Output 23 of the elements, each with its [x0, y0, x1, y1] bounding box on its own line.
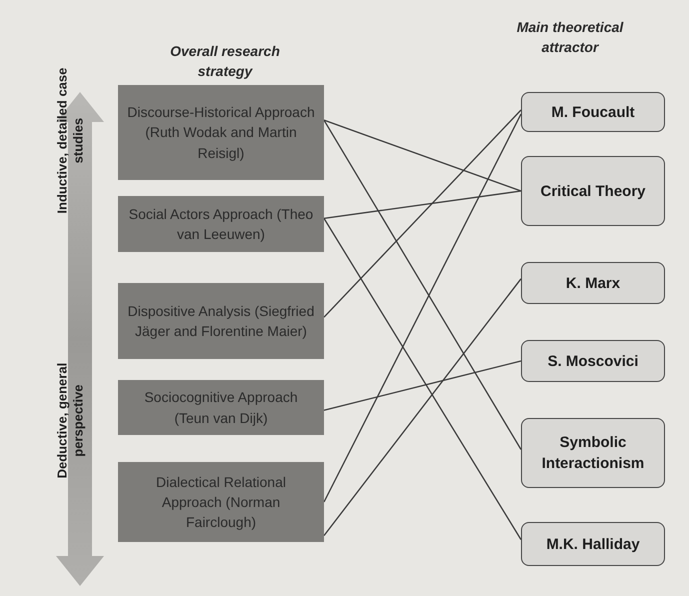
theory-box: M. Foucault — [521, 92, 665, 132]
approach-box: Dialectical Relational Approach (Norman Fairclough) — [118, 462, 324, 542]
connector-line — [323, 278, 522, 536]
connector-line — [324, 110, 522, 318]
approach-box: Dispositive Analysis (Siegfried Jäger and Florentine Maier) — [118, 283, 324, 359]
theory-box: S. Moscovici — [521, 340, 665, 382]
connector-line — [324, 190, 522, 220]
connector-line — [323, 218, 522, 540]
connector-line — [323, 120, 522, 450]
column-heading: Main theoretical attractor — [516, 18, 624, 57]
approach-box: Social Actors Approach (Theo van Leeuwen) — [118, 196, 324, 252]
theory-box: M.K. Halliday — [521, 522, 665, 566]
approach-box: Discourse-Historical Approach (Ruth Wodak and Martin Reisigl) — [118, 85, 324, 180]
connector-line — [323, 114, 522, 502]
approach-box: Sociocognitive Approach (Teun van Dijk) — [118, 380, 324, 435]
theory-box: Symbolic Interactionism — [521, 418, 665, 488]
connector-line — [324, 120, 522, 192]
theory-box: K. Marx — [521, 262, 665, 304]
theory-box: Critical Theory — [521, 156, 665, 226]
axis-label: Deductive, general perspective — [54, 362, 86, 480]
connector-line — [324, 360, 522, 411]
column-heading: Overall research strategy — [169, 42, 281, 81]
axis-label: Inductive, detailed case studies — [54, 66, 86, 216]
